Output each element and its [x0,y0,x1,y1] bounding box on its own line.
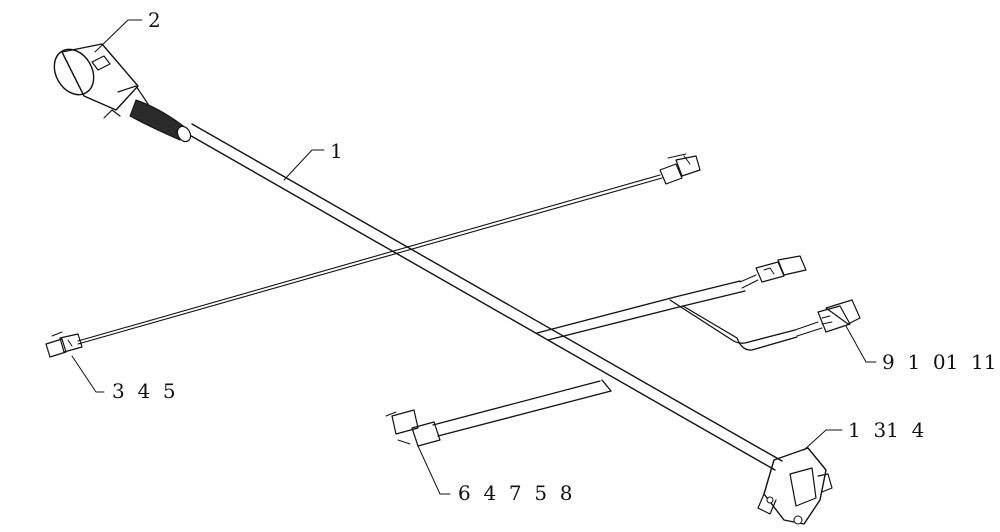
trailer-socket [757,429,843,525]
callout-plug-connector: 2 [148,8,161,32]
upper-crossing-connector [659,153,701,185]
harness-leader [283,149,325,181]
callout-left-connector: 3 4 5 [112,379,176,403]
lower-branch [432,379,612,437]
callout-socket: 1 31 4 [848,418,924,442]
main-harness-trunk [185,123,783,471]
callout-right-connector: 9 1 01 11 2 [882,350,1000,374]
plug-connector [53,19,192,143]
upper-right-branch [536,274,823,351]
right-connector [817,299,877,363]
branch-connector-a [755,255,807,283]
callout-lower-connector: 6 4 7 5 8 [458,481,572,505]
lower-connector [385,409,451,495]
left-connector [45,331,105,393]
crossing-wire [77,174,663,345]
callout-harness-main: 1 [330,139,343,163]
